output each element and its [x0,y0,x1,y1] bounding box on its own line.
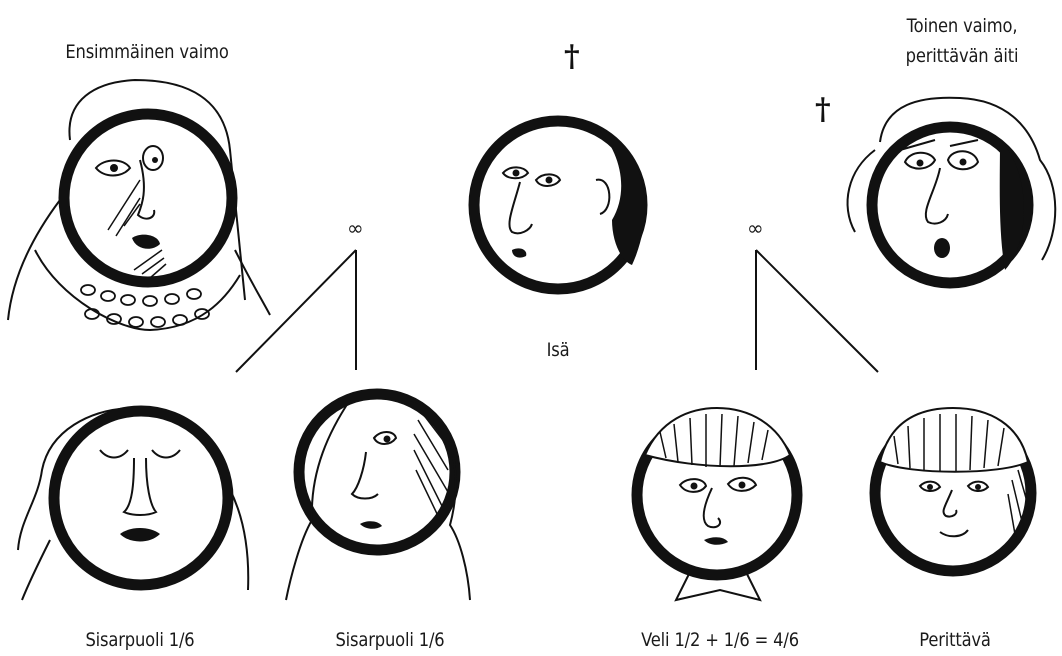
first-wife-portrait [7,78,271,332]
bangs-hatching [893,414,1005,471]
deceased-portrait [869,406,1037,577]
label-father: Isä [546,339,570,361]
half-sister-1-portrait [17,405,250,601]
necklace-beads [80,284,210,328]
line-second-marriage-to-deceased [755,249,879,373]
marriage-symbol-first: ∞ [347,216,364,240]
label-second-wife-line1: Toinen vaimo, [906,15,1018,37]
face-shading [107,179,167,279]
side-hair-hatching [1007,469,1031,541]
label-half-sister-1: Sisarpuoli 1/6 [85,629,195,651]
father-portrait [468,115,648,295]
father-death-mark: † [564,39,580,74]
hair-hatching [413,409,453,521]
relationship-lines [235,249,879,373]
brother-portrait [631,406,803,602]
marriage-symbol-second: ∞ [747,216,764,240]
label-deceased: Perittävä [919,629,991,651]
second-wife-death-mark: † [815,92,831,127]
bangs-hatching [659,413,769,468]
label-half-sister-2: Sisarpuoli 1/6 [335,629,445,651]
line-first-marriage-to-sister-1 [235,249,357,373]
second-wife-portrait [846,96,1057,289]
label-first-wife: Ensimmäinen vaimo [65,41,229,63]
half-sister-2-portrait [285,388,471,601]
label-brother: Veli 1/2 + 1/6 = 4/6 [641,629,799,651]
label-second-wife-line2: perittävän äiti [905,45,1019,67]
